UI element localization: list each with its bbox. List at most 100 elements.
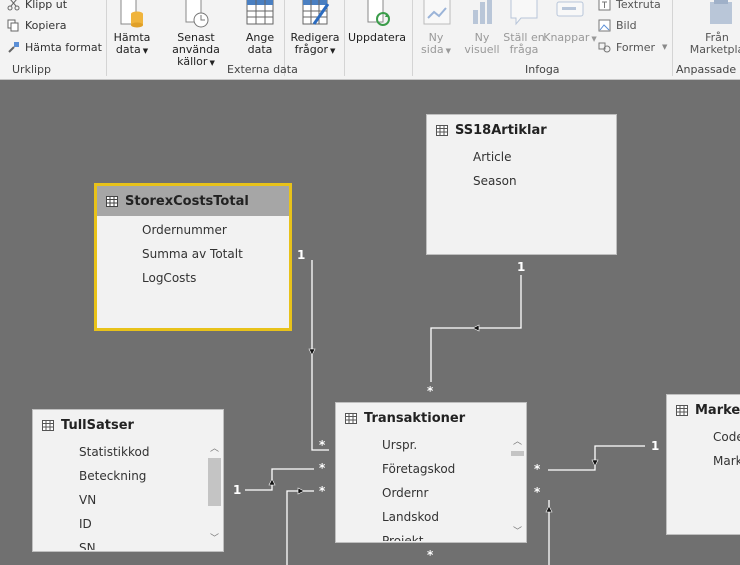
buttons-button[interactable]: Knappar▼	[543, 0, 597, 45]
table-title: Transaktioner	[364, 410, 466, 426]
arrow-down-icon	[308, 348, 316, 356]
chevron-down-icon: ▼	[445, 47, 451, 55]
from-marketplace-button[interactable]: Från Marketpla	[682, 0, 740, 56]
arrow-right-icon	[297, 487, 305, 495]
field-id[interactable]: ID	[79, 517, 92, 531]
new-page-label-1: Ny	[428, 31, 444, 44]
bar-chart-icon	[465, 0, 499, 30]
from-marketplace-label-2: Marketpla	[689, 43, 740, 56]
ask-question-button[interactable]: Ställ en fråga	[503, 0, 545, 56]
recent-sources-label-1: Senast använda	[172, 31, 220, 56]
enter-data-label-2: data	[247, 43, 273, 56]
relationship-line[interactable]	[548, 445, 645, 471]
new-visual-button[interactable]: Ny visuell	[462, 0, 502, 56]
relationship-line[interactable]	[245, 468, 314, 491]
table-header[interactable]: SS18Artiklar	[427, 115, 616, 145]
field-landskod[interactable]: Landskod	[382, 510, 439, 524]
cardinality-many: *	[319, 484, 326, 498]
chevron-up-icon[interactable]: ︿	[512, 437, 522, 447]
database-icon	[115, 0, 149, 30]
table-header[interactable]: Market	[667, 395, 740, 425]
get-data-label-1: Hämta	[113, 31, 151, 44]
relationship-line[interactable]	[311, 260, 329, 451]
new-visual-label-2: visuell	[464, 43, 500, 56]
field-mark[interactable]: Mark	[713, 454, 740, 468]
field-vn[interactable]: VN	[79, 493, 97, 507]
ribbon-separator	[284, 0, 285, 76]
table-storexcoststotal[interactable]: StorexCostsTotal Ordernummer Summa av To…	[94, 183, 292, 331]
chevron-down-icon[interactable]: ﹀	[209, 534, 219, 544]
chevron-up-icon[interactable]: ︿	[209, 444, 219, 454]
enter-data-button[interactable]: Ange data	[242, 0, 278, 56]
cardinality-many: *	[319, 438, 326, 452]
shapes-label: Former	[616, 40, 655, 54]
field-logcosts[interactable]: LogCosts	[142, 271, 197, 285]
field-season[interactable]: Season	[473, 174, 517, 188]
ribbon-separator	[672, 0, 673, 76]
cardinality-many: *	[534, 462, 541, 476]
field-summa-av-totalt[interactable]: Summa av Totalt	[142, 247, 243, 261]
ribbon-separator	[106, 0, 107, 76]
image-button[interactable]: Bild	[598, 16, 637, 34]
cardinality-one: 1	[517, 260, 526, 274]
field-article[interactable]: Article	[473, 150, 512, 164]
field-urspr[interactable]: Urspr.	[382, 438, 418, 452]
cut-button[interactable]: Klipp ut	[7, 0, 67, 13]
ribbon-separator	[344, 0, 345, 76]
copy-button[interactable]: Kopiera	[7, 16, 66, 34]
field-ordernr[interactable]: Ordernr	[382, 486, 429, 500]
field-ordernummer[interactable]: Ordernummer	[142, 223, 227, 237]
format-painter-button[interactable]: Hämta format	[7, 38, 102, 56]
field-projekt[interactable]: Projekt	[382, 534, 424, 541]
scrollbar-thumb[interactable]	[208, 458, 221, 506]
chevron-down-icon: ▼	[591, 35, 597, 43]
edit-queries-icon	[298, 0, 332, 30]
get-data-button[interactable]: Hämta data▼	[113, 0, 151, 57]
vertical-scrollbar[interactable]: ︿ ﹀	[509, 435, 526, 539]
new-page-label-2: sida	[421, 43, 444, 56]
relationship-line[interactable]	[286, 490, 314, 565]
recent-sources-button[interactable]: Senast använda källor▼	[154, 0, 238, 69]
shapes-button[interactable]: Former▼	[598, 38, 667, 56]
marketplace-icon	[700, 0, 734, 30]
enter-data-label-1: Ange	[245, 31, 275, 44]
cardinality-one: 1	[297, 248, 306, 262]
field-beteckning[interactable]: Beteckning	[79, 469, 147, 483]
scrollbar-thumb[interactable]	[511, 451, 524, 456]
format-painter-label: Hämta format	[25, 40, 102, 54]
from-marketplace-label-1: Från	[705, 31, 729, 44]
vertical-scrollbar[interactable]: ︿ ﹀	[206, 442, 223, 546]
cardinality-many: *	[427, 548, 434, 562]
edit-queries-button[interactable]: Redigera frågor▼	[289, 0, 341, 57]
field-statistikkod[interactable]: Statistikkod	[79, 445, 150, 459]
table-header[interactable]: StorexCostsTotal	[97, 186, 289, 216]
field-sn[interactable]: SN	[79, 541, 96, 550]
textbox-button[interactable]: Textruta	[598, 0, 661, 13]
edit-queries-label-1: Redigera	[290, 31, 340, 44]
relationship-lines	[245, 260, 645, 565]
field-foretagskod[interactable]: Företagskod	[382, 462, 456, 476]
new-visual-label-1: Ny	[474, 31, 490, 44]
new-page-button[interactable]: Ny sida▼	[418, 0, 454, 57]
table-header[interactable]: Transaktioner	[336, 403, 526, 433]
table-header[interactable]: TullSatser	[33, 410, 223, 440]
textbox-label: Textruta	[616, 0, 661, 11]
table-tullsatser[interactable]: TullSatser Statistikkod Beteckning VN ID…	[32, 409, 224, 552]
table-ss18artiklar[interactable]: SS18Artiklar Article Season	[426, 114, 617, 255]
table-icon	[42, 419, 54, 431]
ask-question-label-1: Ställ en	[503, 31, 545, 44]
field-code[interactable]: Code	[713, 430, 740, 444]
copy-label: Kopiera	[25, 18, 67, 32]
table-market[interactable]: Market Code Mark	[666, 394, 740, 535]
edit-queries-label-2: frågor	[294, 43, 328, 56]
chevron-down-icon[interactable]: ﹀	[512, 527, 522, 537]
get-data-label-2: data	[115, 43, 141, 56]
cardinality-one: 1	[651, 439, 660, 453]
cut-label: Klipp ut	[25, 0, 68, 11]
insert-group-label: Infoga	[525, 63, 560, 76]
model-canvas[interactable]: 1 * 1 * 1 * * 1 * * * SS18Artiklar Artic…	[0, 80, 740, 565]
table-transaktioner[interactable]: Transaktioner Urspr. Företagskod Ordernr…	[335, 402, 527, 543]
refresh-button[interactable]: Uppdatera	[347, 0, 407, 44]
cardinality-one: 1	[233, 483, 242, 497]
copy-icon	[7, 19, 19, 31]
